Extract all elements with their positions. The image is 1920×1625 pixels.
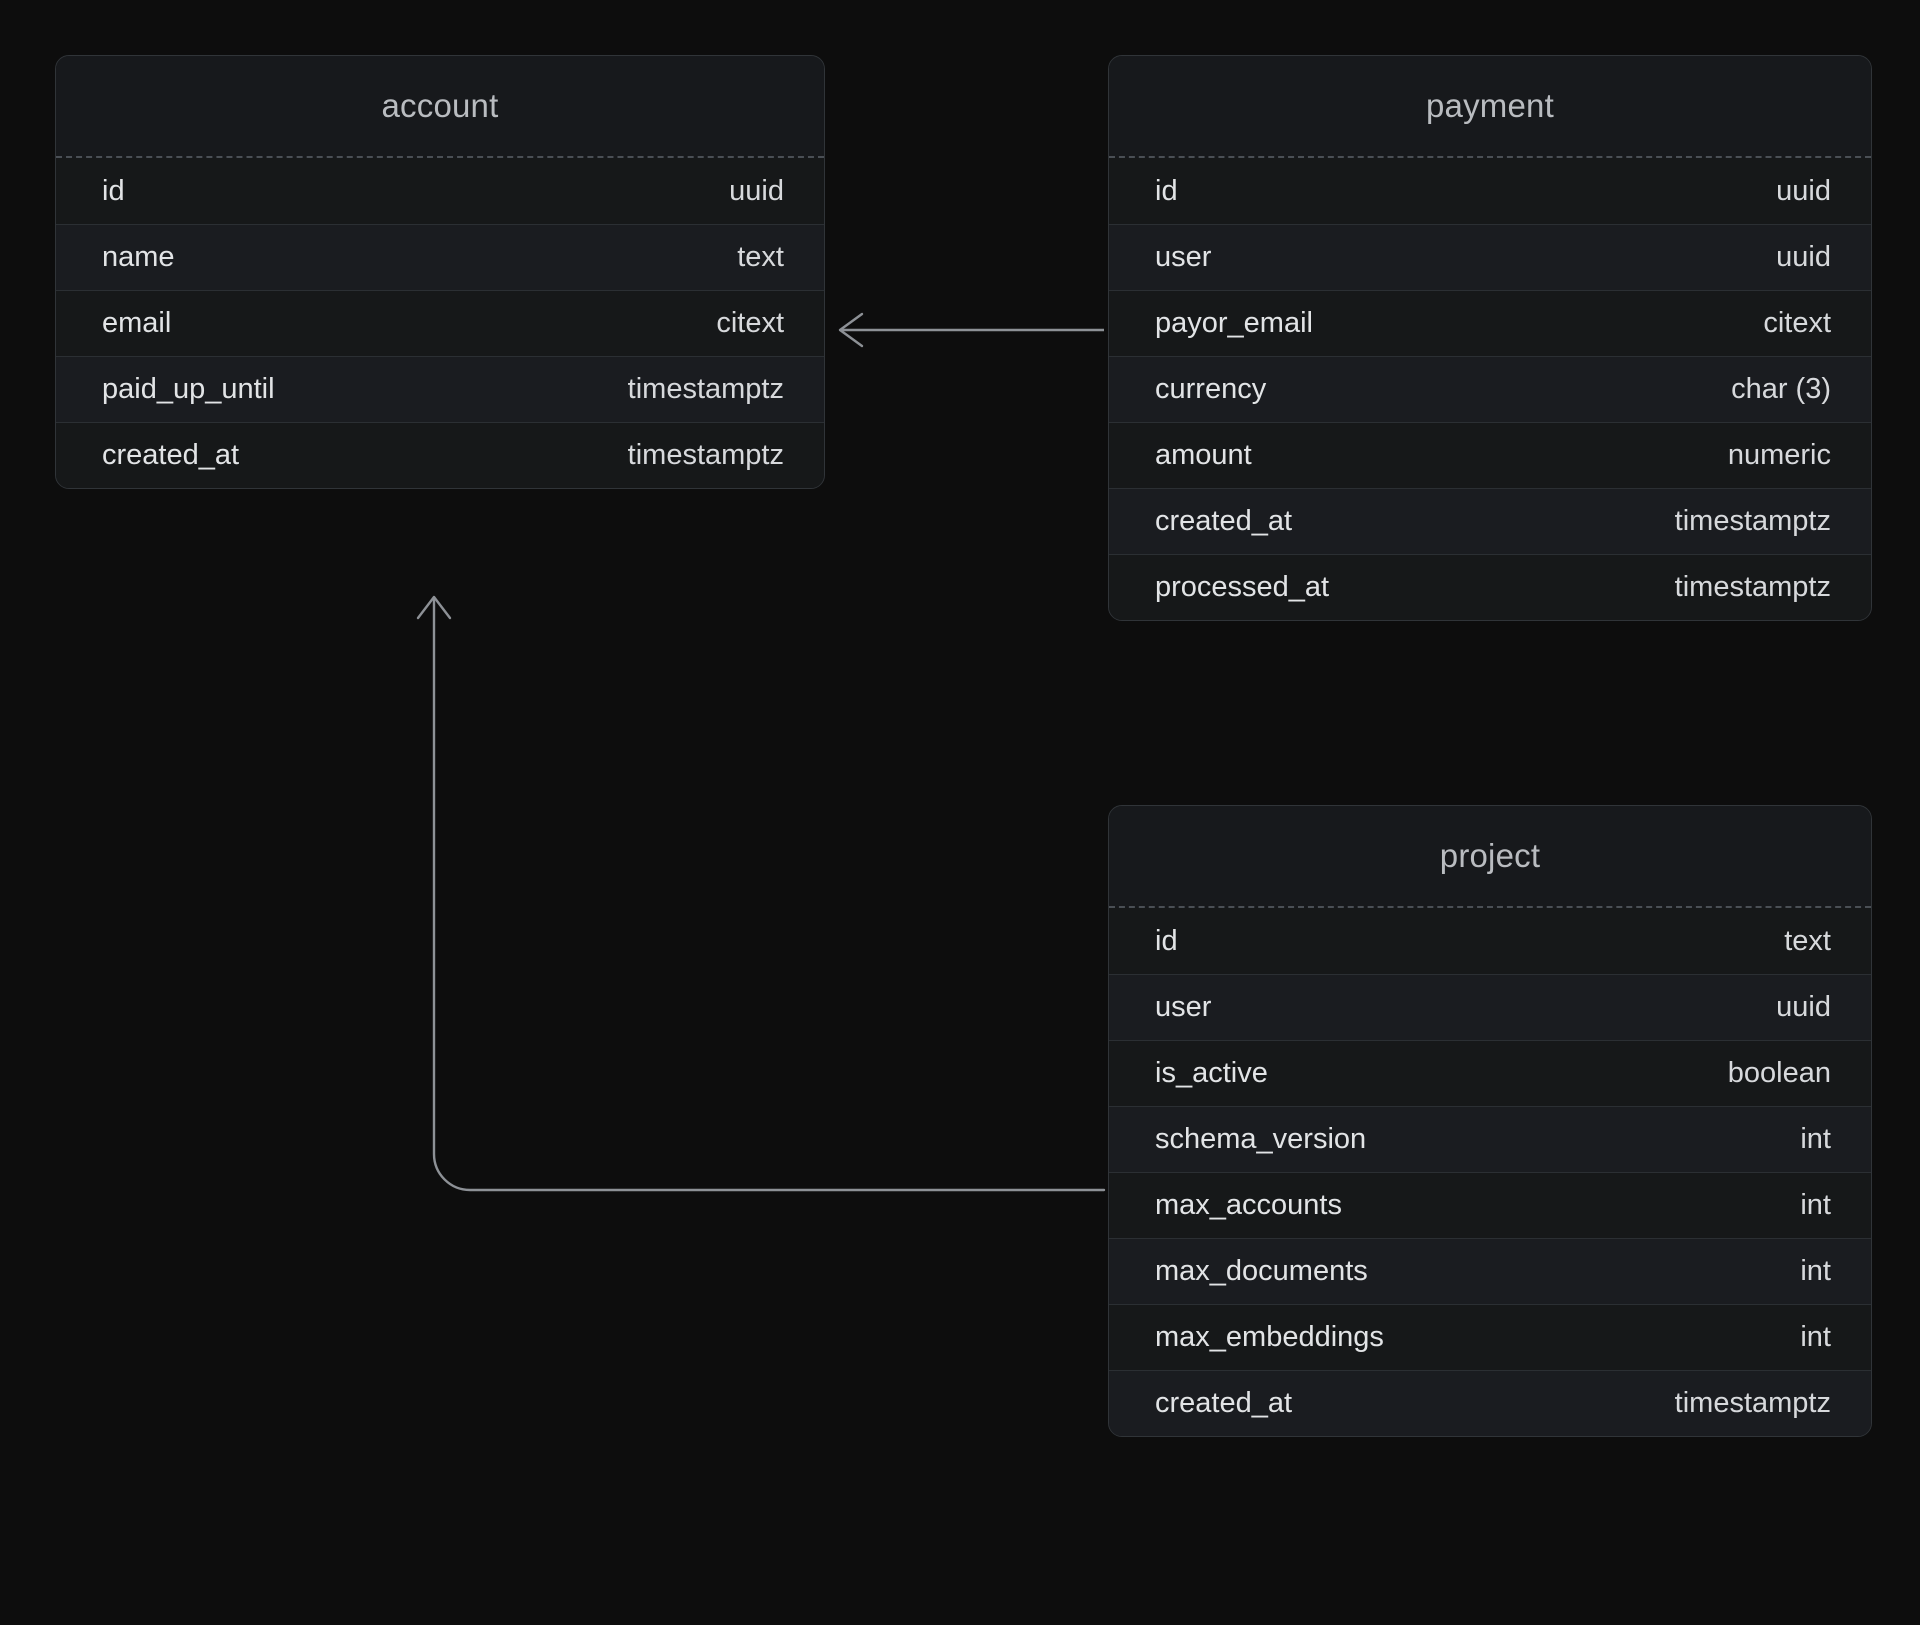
column-type: uuid <box>1776 174 1831 207</box>
column-type: uuid <box>1776 991 1831 1023</box>
table-title-project: project <box>1109 806 1871 906</box>
table-row[interactable]: is_active boolean <box>1109 1040 1871 1106</box>
column-type: int <box>1800 1189 1831 1221</box>
column-name: max_documents <box>1155 1255 1368 1287</box>
table-row[interactable]: processed_at timestamptz <box>1109 554 1871 620</box>
column-name: paid_up_until <box>102 373 275 405</box>
column-name: processed_at <box>1155 571 1330 603</box>
column-type: timestamptz <box>1674 571 1831 603</box>
column-name: id <box>1155 174 1178 207</box>
table-row[interactable]: created_at timestamptz <box>1109 488 1871 554</box>
column-name: created_at <box>1155 505 1293 537</box>
column-name: max_accounts <box>1155 1189 1342 1221</box>
table-title-account: account <box>56 56 824 156</box>
column-type: text <box>1784 924 1831 957</box>
entity-table-project[interactable]: project id text user uuid is_active bool… <box>1108 805 1872 1437</box>
table-row[interactable]: created_at timestamptz <box>1109 1370 1871 1436</box>
title-divider <box>1109 906 1871 908</box>
column-name: id <box>102 174 125 207</box>
column-type: citext <box>1763 307 1831 339</box>
column-name: amount <box>1155 439 1252 471</box>
edge-project-to-account <box>416 595 1106 1192</box>
column-name: max_embeddings <box>1155 1321 1384 1353</box>
column-name: id <box>1155 924 1178 957</box>
entity-table-account[interactable]: account id uuid name text email citext p… <box>55 55 825 489</box>
column-type: citext <box>716 307 784 339</box>
column-name: created_at <box>102 439 240 471</box>
column-name: user <box>1155 991 1212 1023</box>
column-type: timestamptz <box>1674 1387 1831 1419</box>
title-divider <box>56 156 824 158</box>
table-row[interactable]: paid_up_until timestamptz <box>56 356 824 422</box>
table-row[interactable]: created_at timestamptz <box>56 422 824 488</box>
table-row[interactable]: amount numeric <box>1109 422 1871 488</box>
column-name: created_at <box>1155 1387 1293 1419</box>
column-type: timestamptz <box>627 439 784 471</box>
entity-table-payment[interactable]: payment id uuid user uuid payor_email ci… <box>1108 55 1872 621</box>
table-row[interactable]: id uuid <box>56 158 824 224</box>
table-row[interactable]: schema_version int <box>1109 1106 1871 1172</box>
column-type: boolean <box>1727 1057 1831 1089</box>
table-row[interactable]: max_embeddings int <box>1109 1304 1871 1370</box>
column-list-payment: id uuid user uuid payor_email citext cur… <box>1109 158 1871 620</box>
column-name: email <box>102 307 172 339</box>
column-type: uuid <box>1776 241 1831 273</box>
column-list-account: id uuid name text email citext paid_up_u… <box>56 158 824 488</box>
table-title-payment: payment <box>1109 56 1871 156</box>
table-row[interactable]: name text <box>56 224 824 290</box>
column-type: text <box>737 241 784 273</box>
table-row[interactable]: max_accounts int <box>1109 1172 1871 1238</box>
column-name: schema_version <box>1155 1123 1367 1155</box>
column-name: user <box>1155 241 1212 273</box>
column-name: name <box>102 241 175 273</box>
edge-payment-to-account <box>838 312 1104 348</box>
table-row[interactable]: max_documents int <box>1109 1238 1871 1304</box>
table-row[interactable]: id uuid <box>1109 158 1871 224</box>
column-type: char (3) <box>1731 373 1831 405</box>
column-name: payor_email <box>1155 307 1313 339</box>
column-type: int <box>1800 1255 1831 1287</box>
table-row[interactable]: currency char (3) <box>1109 356 1871 422</box>
column-name: is_active <box>1155 1057 1268 1089</box>
column-list-project: id text user uuid is_active boolean sche… <box>1109 908 1871 1436</box>
title-divider <box>1109 156 1871 158</box>
table-row[interactable]: user uuid <box>1109 974 1871 1040</box>
table-row[interactable]: email citext <box>56 290 824 356</box>
column-type: int <box>1800 1123 1831 1155</box>
column-type: timestamptz <box>1674 505 1831 537</box>
column-type: uuid <box>729 174 784 207</box>
column-type: int <box>1800 1321 1831 1353</box>
column-type: numeric <box>1727 439 1831 471</box>
table-row[interactable]: payor_email citext <box>1109 290 1871 356</box>
table-row[interactable]: user uuid <box>1109 224 1871 290</box>
table-row[interactable]: id text <box>1109 908 1871 974</box>
column-name: currency <box>1155 373 1267 405</box>
column-type: timestamptz <box>627 373 784 405</box>
